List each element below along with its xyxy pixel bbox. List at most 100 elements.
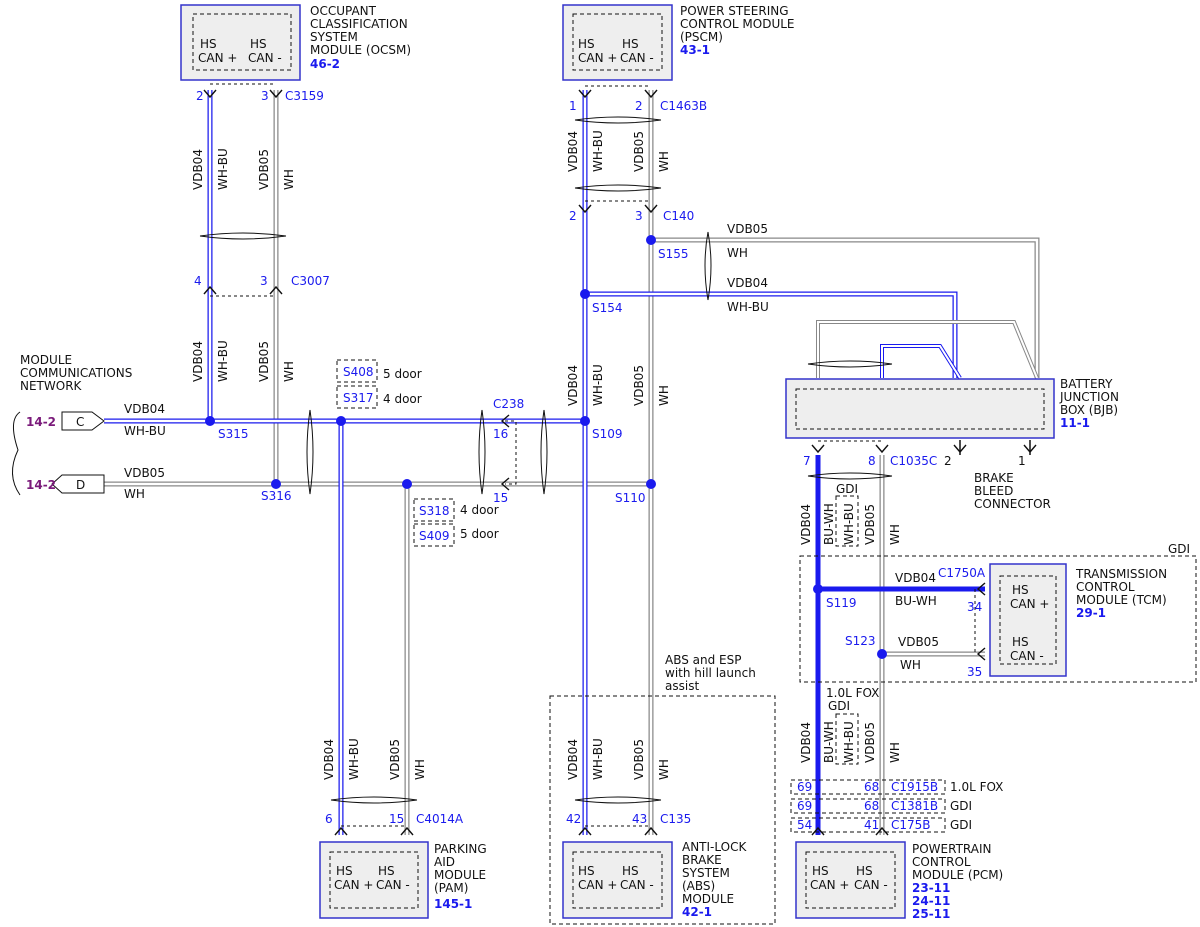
abs-ref[interactable]: 42-1 — [682, 905, 712, 919]
vlabel-vdb04-ocsm-1: VDB04 — [191, 149, 205, 190]
tcm-name-2: CONTROL — [1076, 580, 1135, 594]
conn-c3159[interactable]: C3159 — [285, 89, 324, 103]
pscm-ref[interactable]: 43-1 — [680, 43, 710, 57]
pscm-name-2: CONTROL MODULE — [680, 17, 795, 31]
pin-c3007-3: 3 — [260, 274, 268, 288]
splice-s155 — [646, 235, 656, 245]
bjb-name-3: BOX (BJB) — [1060, 403, 1118, 417]
conn-c175b[interactable]: C175B — [891, 818, 931, 832]
vlabel-wh-abs: WH — [657, 759, 671, 780]
vertical-wire-labels: VDB04 WH-BU VDB05 WH VDB04 WH-BU VDB05 W… — [191, 130, 902, 780]
splice-s119 — [813, 584, 823, 594]
network-ref-c[interactable]: 14-2 — [26, 415, 56, 429]
splice-s318 — [402, 479, 412, 489]
splice-label-s408[interactable]: S408 — [343, 365, 374, 379]
conn-c1463b[interactable]: C1463B — [660, 99, 707, 113]
label-vdb05-tcm: VDB05 — [898, 635, 939, 649]
vlabel-whbu-ocsm-2: WH-BU — [216, 340, 230, 382]
network-ref-d[interactable]: 14-2 — [26, 478, 56, 492]
splice-label-s317[interactable]: S317 — [343, 391, 374, 405]
splice-s123 — [877, 649, 887, 659]
splice-label-s154[interactable]: S154 — [592, 301, 623, 315]
abs-name-2: BRAKE — [682, 853, 722, 867]
vlabel-wh-ocsm-1: WH — [282, 169, 296, 190]
pcm-ref-3[interactable]: 25-11 — [912, 907, 950, 921]
pcm-canp: CAN + — [810, 878, 849, 892]
tcm-name-3: MODULE (TCM) — [1076, 593, 1167, 607]
conn-c3007[interactable]: C3007 — [291, 274, 330, 288]
splice-label-s119[interactable]: S119 — [826, 596, 857, 610]
pam-ref[interactable]: 145-1 — [434, 897, 472, 911]
pin-abs-43: 43 — [632, 812, 647, 826]
pscm-canm: CAN - — [620, 51, 654, 65]
pin-pcm-69b: 69 — [797, 799, 812, 813]
splice-label-s409[interactable]: S409 — [419, 529, 450, 543]
pin-arrows — [203, 89, 1037, 836]
abs-hs2: HS — [622, 864, 639, 878]
pscm-hs2: HS — [622, 37, 639, 51]
abs-canp: CAN + — [578, 878, 617, 892]
pam-hs1: HS — [336, 864, 353, 878]
ocsm-canp: CAN + — [198, 51, 237, 65]
pin-bjb-8: 8 — [868, 454, 876, 468]
module-pam: HS CAN + HS CAN - PARKING AID MODULE (PA… — [319, 841, 487, 919]
wire-vdb04-bjb — [585, 291, 958, 378]
note-s317-4door: 4 door — [383, 392, 422, 406]
gdi-region-label: GDI — [1168, 542, 1190, 556]
ocsm-ref[interactable]: 46-2 — [310, 57, 340, 71]
conn-c140[interactable]: C140 — [663, 209, 694, 223]
splice-label-s315[interactable]: S315 — [218, 427, 249, 441]
pin-c238-16: 16 — [493, 427, 508, 441]
pin-c140-3: 3 — [635, 209, 643, 223]
pin-ocsm-2: 2 — [196, 89, 204, 103]
conn-c135[interactable]: C135 — [660, 812, 691, 826]
conn-c1035c[interactable]: C1035C — [890, 454, 937, 468]
splice-s109 — [580, 416, 590, 426]
splice-s110 — [646, 479, 656, 489]
wires — [104, 90, 1040, 835]
splice-label-s110[interactable]: S110 — [615, 491, 646, 505]
vlabel-wh-pam: WH — [413, 759, 427, 780]
pcm-ref-2[interactable]: 24-11 — [912, 894, 950, 908]
tcm-canm: CAN - — [1010, 649, 1044, 663]
conn-c4014a[interactable]: C4014A — [416, 812, 464, 826]
conn-c1381b[interactable]: C1381B — [891, 799, 938, 813]
pin-abs-42: 42 — [566, 812, 581, 826]
label-wh-tcm: WH — [900, 658, 921, 672]
abs-canm: CAN - — [620, 878, 654, 892]
note-s318-4door: 4 door — [460, 503, 499, 517]
splice-label-s155[interactable]: S155 — [658, 247, 689, 261]
pin-ocsm-3: 3 — [261, 89, 269, 103]
splice-label-s316[interactable]: S316 — [261, 489, 292, 503]
vlabel-vdb05-ocsm-2: VDB05 — [257, 341, 271, 382]
pin-pscm-1: 1 — [569, 99, 577, 113]
conn-c1915b[interactable]: C1915B — [891, 780, 938, 794]
pin-pcm-68a: 68 — [864, 780, 879, 794]
conn-c1750a[interactable]: C1750A — [938, 566, 986, 580]
tcm-hs2: HS — [1012, 635, 1029, 649]
module-bjb: BATTERY JUNCTION BOX (BJB) 11-1 — [785, 377, 1119, 439]
bjb-ref[interactable]: 11-1 — [1060, 416, 1090, 430]
tcm-hs1: HS — [1012, 583, 1029, 597]
vlabel-wh-ocsm-2: WH — [282, 361, 296, 382]
pcm-hs1: HS — [812, 864, 829, 878]
vlabel-vdb04-pcm-1: VDB04 — [799, 504, 813, 545]
module-tcm: HS CAN + HS CAN - TRANSMISSION CONTROL M… — [989, 563, 1167, 677]
conn-c238[interactable]: C238 — [493, 397, 524, 411]
pin-tcm-35: 35 — [967, 665, 982, 679]
splice-label-s109[interactable]: S109 — [592, 427, 623, 441]
note-fox: 1.0L FOX — [950, 780, 1003, 794]
ocsm-name-3: SYSTEM — [310, 30, 358, 44]
tcm-ref[interactable]: 29-1 — [1076, 606, 1106, 620]
module-pcm: HS CAN + HS CAN - POWERTRAIN CONTROL MOD… — [795, 841, 1003, 921]
label-vdb05-bus: VDB05 — [124, 466, 165, 480]
connector-c: C — [76, 415, 84, 429]
pcm-ref-1[interactable]: 23-11 — [912, 881, 950, 895]
splice-label-s318[interactable]: S318 — [419, 504, 450, 518]
bjb-name-2: JUNCTION — [1059, 390, 1119, 404]
splice-label-s123[interactable]: S123 — [845, 634, 876, 648]
option-regions — [336, 359, 1197, 925]
pin-bjb-7: 7 — [803, 454, 811, 468]
vlabel-wh-pscm: WH — [657, 151, 671, 172]
